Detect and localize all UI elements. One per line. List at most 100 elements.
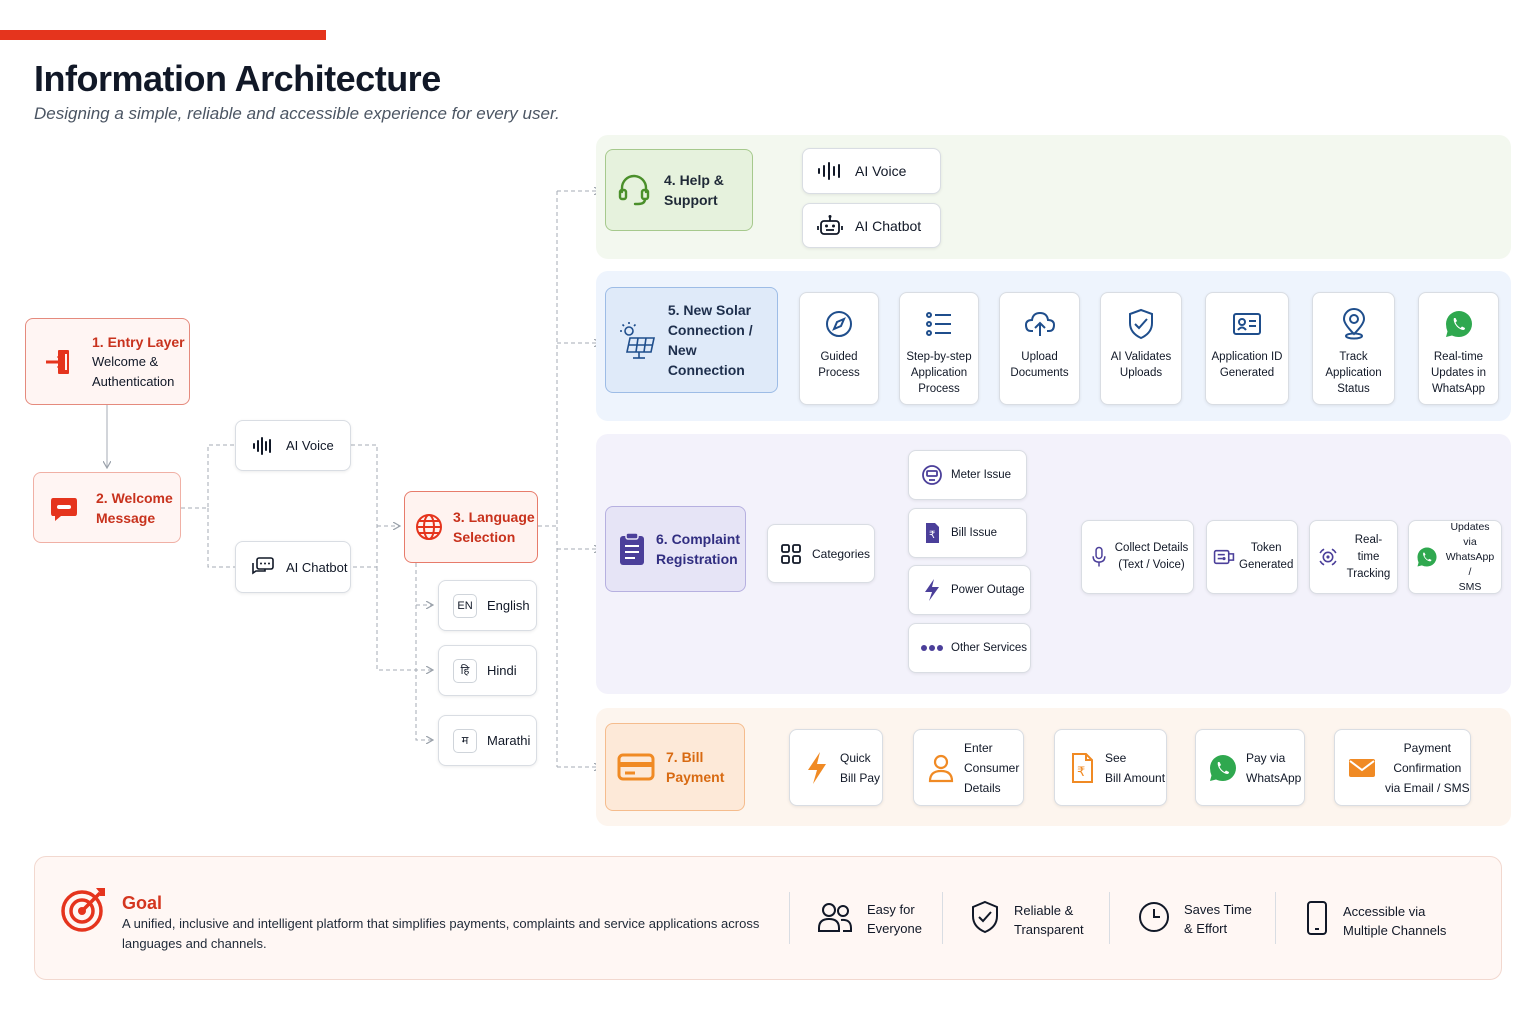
complaint-step-line1: Real-time <box>1354 533 1383 563</box>
complaint-registration-node[interactable]: 6. Complaint Registration <box>605 506 746 592</box>
entry-layer-node[interactable]: 1. Entry Layer Welcome & Authentication <box>25 318 190 405</box>
language-option-english[interactable]: EN English <box>438 580 537 631</box>
language-option-marathi[interactable]: म Marathi <box>438 715 537 766</box>
help-ai-chatbot[interactable]: AI Chatbot <box>802 203 941 248</box>
solar-step-line2: Process <box>818 367 860 379</box>
channel-voice-label: AI Voice <box>286 438 334 453</box>
login-icon <box>38 345 82 379</box>
complaint-step-card[interactable]: Collect Details(Text / Voice) <box>1081 520 1194 594</box>
bill-step-line1: See <box>1105 750 1127 765</box>
welcome-line1: 2. Welcome <box>96 489 173 506</box>
voice-wave-icon <box>817 161 843 181</box>
bill-line2: Payment <box>666 769 725 785</box>
solar-step-line2: Uploads <box>1119 367 1163 379</box>
list-icon <box>924 307 954 341</box>
svg-text:₹: ₹ <box>1077 765 1085 780</box>
bill-step-line1: Payment <box>1403 740 1452 755</box>
complaint-line2: Registration <box>656 551 738 567</box>
feature-easy-line2: Everyone <box>867 921 922 936</box>
complaint-step-line2: Tracking <box>1346 567 1391 580</box>
voice-wave-icon <box>250 436 276 455</box>
headset-icon <box>612 172 656 208</box>
chat-icon <box>250 556 276 578</box>
complaint-step-label: Collect Details(Text / Voice) <box>1114 540 1193 574</box>
complaint-type-bill[interactable]: ₹ Bill Issue <box>908 508 1027 558</box>
feature-easy-line1: Easy for <box>867 902 915 917</box>
language-option-hindi[interactable]: हि Hindi <box>438 645 537 696</box>
welcome-message-node[interactable]: 2. Welcome Message <box>33 472 181 543</box>
bill-payment-node[interactable]: 7. Bill Payment <box>605 723 745 811</box>
complaint-type-other[interactable]: Other Services <box>908 623 1031 673</box>
solar-line2: Connection / <box>667 322 753 338</box>
channel-ai-voice[interactable]: AI Voice <box>235 420 351 471</box>
hi-chip-icon: हि <box>453 658 477 683</box>
location-pin-icon <box>1340 307 1368 341</box>
help-voice-label: AI Voice <box>855 163 907 179</box>
complaint-type-meter[interactable]: Meter Issue <box>908 450 1027 500</box>
clock-icon <box>1138 901 1170 938</box>
complaint-categories[interactable]: Categories <box>767 524 875 583</box>
feature-time-line1: Saves Time <box>1184 902 1252 917</box>
ticket-icon <box>1213 546 1235 568</box>
lightning-icon <box>802 751 832 785</box>
complaint-step-line2: WhatsApp / <box>1445 550 1495 578</box>
solar-step-line2: Documents <box>1010 367 1069 379</box>
solar-step-line3: WhatsApp <box>1431 383 1486 395</box>
solar-step-line2: Application <box>1325 367 1382 379</box>
user-icon <box>926 753 956 783</box>
complaint-step-line2: Generated <box>1239 559 1294 571</box>
solar-step-line3: Process <box>918 383 960 395</box>
channel-ai-chatbot[interactable]: AI Chatbot <box>235 541 351 593</box>
shield-check-icon <box>1127 307 1155 341</box>
bill-step-line3: via Email / SMS <box>1385 780 1470 795</box>
solar-step-line2: Updates in <box>1431 367 1486 379</box>
divider <box>942 892 943 944</box>
solar-step-line1: Real-time <box>1433 351 1484 363</box>
goal-text: A unified, inclusive and intelligent pla… <box>122 916 760 951</box>
language-hindi-label: Hindi <box>487 663 517 678</box>
solar-step-line1: Guided <box>820 351 858 363</box>
bill-doc-icon: ₹ <box>919 522 945 544</box>
bill-step-line1: Quick <box>840 750 871 765</box>
language-selection-node[interactable]: 3. Language Selection <box>404 491 538 563</box>
accent-bar <box>0 30 326 40</box>
more-dots-icon <box>919 644 945 652</box>
compass-icon <box>824 307 854 341</box>
help-ai-voice[interactable]: AI Voice <box>802 148 941 194</box>
id-card-icon <box>1232 307 1262 341</box>
language-line2: Selection <box>453 529 516 545</box>
complaint-step-line1: Token <box>1250 542 1282 554</box>
complaint-type-outage[interactable]: Power Outage <box>908 565 1031 615</box>
meter-icon <box>919 464 945 486</box>
feature-time: Saves Time& Effort <box>1138 900 1252 938</box>
solar-step-line2: Generated <box>1219 367 1275 379</box>
chat-bubble-icon <box>42 492 86 524</box>
goal-panel <box>34 856 1502 980</box>
help-line2: Support <box>664 192 718 208</box>
solar-step-line1: Step-by-step <box>906 351 972 363</box>
mail-icon <box>1347 756 1377 780</box>
solar-connection-node[interactable]: 5. New Solar Connection / New Connection <box>605 287 778 393</box>
rupee-doc-icon: ₹ <box>1067 752 1097 784</box>
help-support-node[interactable]: 4. Help & Support <box>605 149 753 231</box>
